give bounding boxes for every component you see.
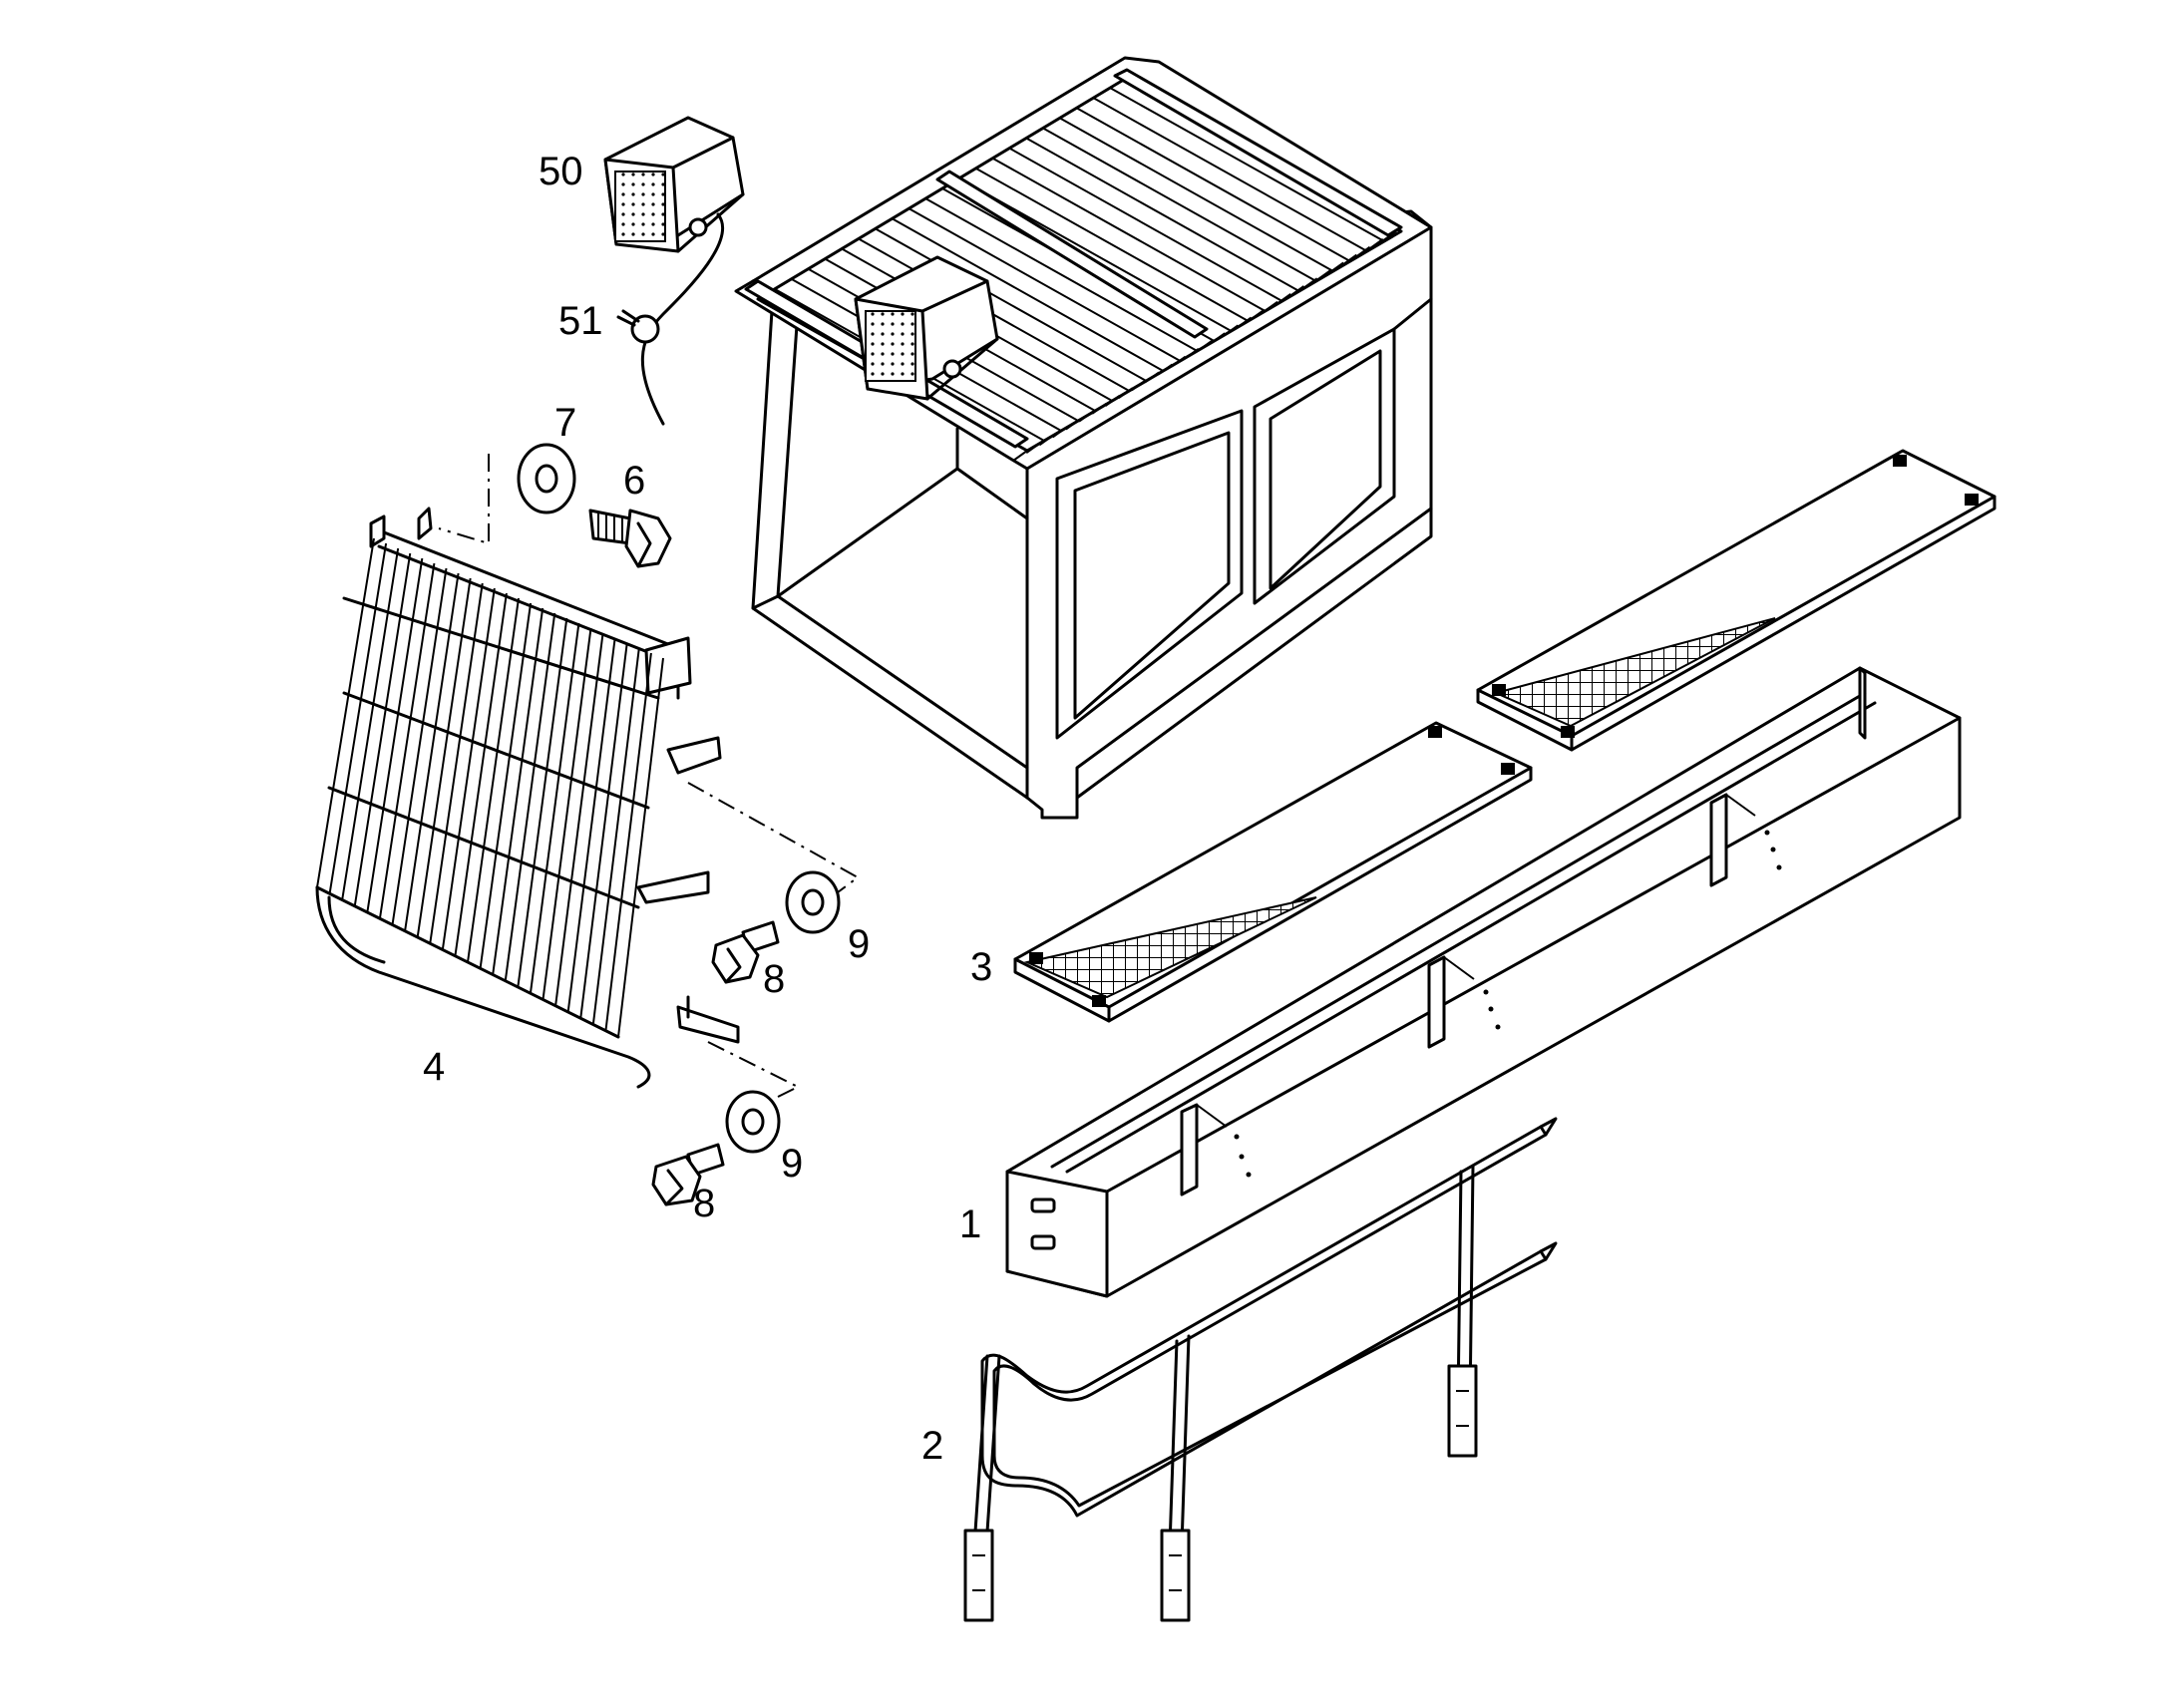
callout-3: 3: [970, 945, 992, 989]
bolt-8-lower: [651, 1143, 725, 1206]
work-light: [603, 116, 745, 426]
washer-7: [517, 443, 576, 514]
callout-7: 7: [554, 401, 576, 445]
callout-8-lower: 8: [693, 1182, 715, 1225]
callout-51: 51: [558, 299, 603, 343]
side-guard-grille: [315, 507, 740, 1089]
callout-9-upper: 9: [848, 922, 870, 966]
walkway-plate-rear: [1476, 449, 1997, 752]
bolt-8-upper: [711, 920, 780, 984]
callout-6: 6: [623, 459, 645, 503]
callout-1: 1: [959, 1202, 981, 1246]
walkway-plate-front: [1013, 721, 1533, 1023]
cab-guard: [734, 56, 1433, 820]
callout-9-lower: 9: [781, 1142, 803, 1186]
washer-9-upper: [785, 870, 841, 934]
work-light-mounted: [854, 255, 999, 401]
cable-clip: [616, 309, 660, 344]
callout-8-upper: 8: [763, 957, 785, 1001]
callout-50: 50: [539, 150, 583, 193]
callout-2: 2: [921, 1424, 943, 1468]
tool-box: [1005, 666, 1962, 1298]
handrail: [963, 1117, 1558, 1622]
bolt-6: [588, 509, 672, 568]
washer-9-lower: [725, 1090, 781, 1154]
callout-4: 4: [423, 1045, 445, 1089]
